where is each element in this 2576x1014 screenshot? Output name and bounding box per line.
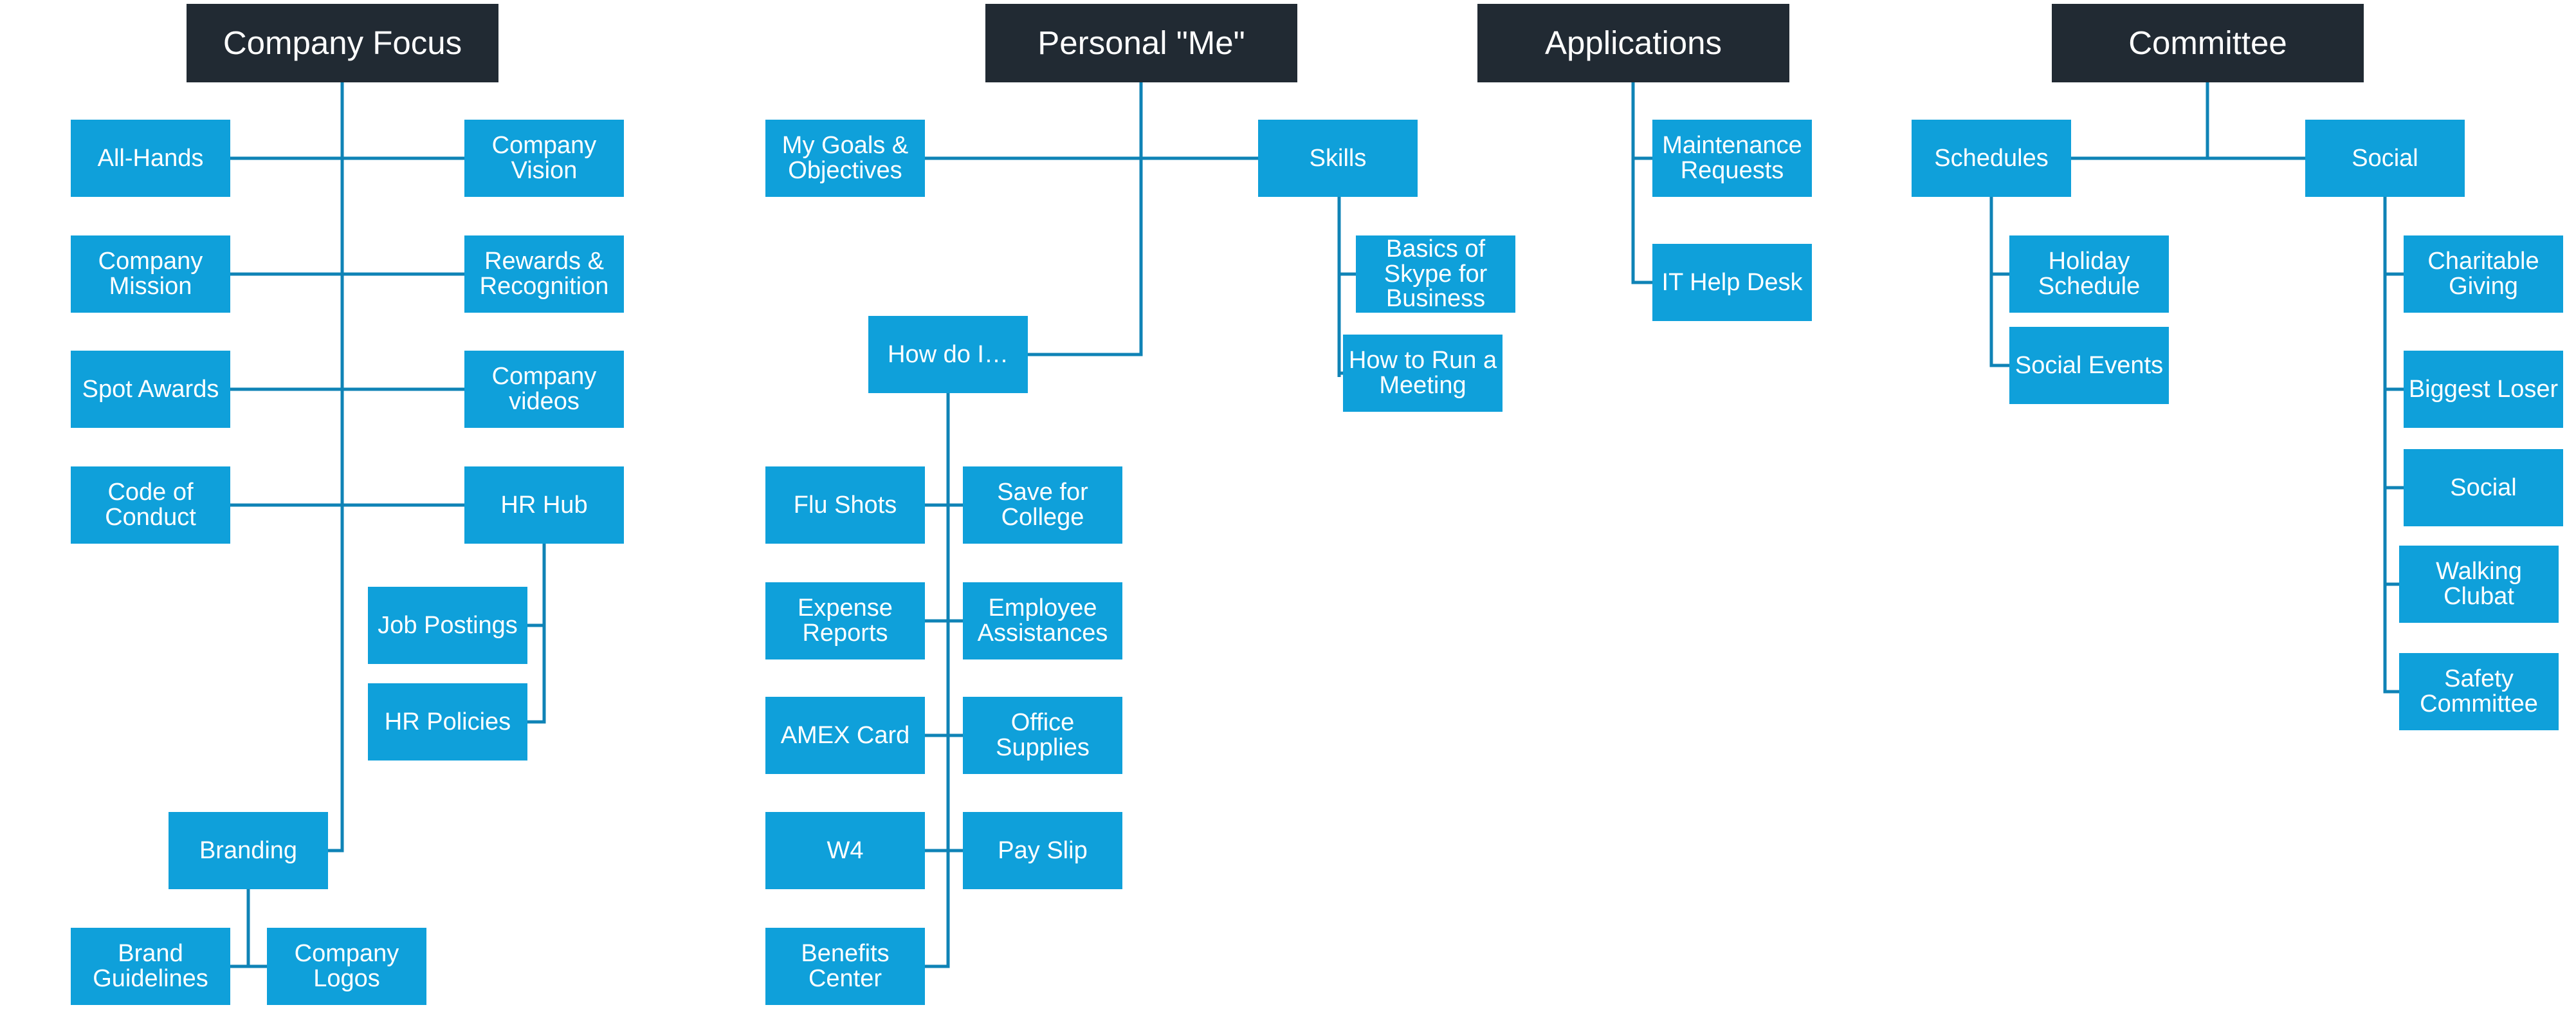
node-schedules[interactable]: Schedules bbox=[1912, 120, 2071, 197]
node-run-meeting[interactable]: How to Run a Meeting bbox=[1343, 335, 1503, 412]
node-rewards-recognition[interactable]: Rewards & Recognition bbox=[464, 235, 624, 313]
connector-line bbox=[2383, 197, 2399, 694]
node-office-supplies[interactable]: Office Supplies bbox=[963, 697, 1122, 774]
node-safety-committee[interactable]: Safety Committee bbox=[2399, 653, 2559, 730]
node-social-events[interactable]: Social Events bbox=[2009, 327, 2169, 404]
node-employee-assistances[interactable]: Employee Assistances bbox=[963, 582, 1122, 659]
node-company-logos[interactable]: Company Logos bbox=[267, 928, 426, 1005]
node-code-of-conduct[interactable]: Code of Conduct bbox=[71, 466, 230, 544]
connector-line bbox=[1989, 197, 2009, 367]
header-committee: Committee bbox=[2052, 4, 2364, 82]
node-skype-basics[interactable]: Basics of Skype for Business bbox=[1356, 235, 1515, 313]
node-spot-awards[interactable]: Spot Awards bbox=[71, 351, 230, 428]
node-biggest-loser[interactable]: Biggest Loser bbox=[2404, 351, 2563, 428]
node-job-postings[interactable]: Job Postings bbox=[368, 587, 527, 664]
node-holiday-schedule[interactable]: Holiday Schedule bbox=[2009, 235, 2169, 313]
node-my-goals[interactable]: My Goals & Objectives bbox=[765, 120, 925, 197]
node-skills[interactable]: Skills bbox=[1258, 120, 1418, 197]
node-company-mission[interactable]: Company Mission bbox=[71, 235, 230, 313]
node-w4[interactable]: W4 bbox=[765, 812, 925, 889]
node-charitable-giving[interactable]: Charitable Giving bbox=[2404, 235, 2563, 313]
node-branding[interactable]: Branding bbox=[169, 812, 328, 889]
node-it-help-desk[interactable]: IT Help Desk bbox=[1652, 244, 1812, 321]
node-walking-club[interactable]: Walking Clubat bbox=[2399, 546, 2559, 623]
node-expense-reports[interactable]: Expense Reports bbox=[765, 582, 925, 659]
header-personal-me: Personal "Me" bbox=[985, 4, 1297, 82]
node-save-for-college[interactable]: Save for College bbox=[963, 466, 1122, 544]
header-applications: Applications bbox=[1477, 4, 1789, 82]
node-social[interactable]: Social bbox=[2305, 120, 2465, 197]
node-company-vision[interactable]: Company Vision bbox=[464, 120, 624, 197]
node-how-do-i[interactable]: How do I… bbox=[868, 316, 1028, 393]
node-company-videos[interactable]: Company videos bbox=[464, 351, 624, 428]
node-amex-card[interactable]: AMEX Card bbox=[765, 697, 925, 774]
node-pay-slip[interactable]: Pay Slip bbox=[963, 812, 1122, 889]
connector-line bbox=[1631, 82, 1652, 284]
connector-line bbox=[925, 393, 950, 968]
node-benefits-center[interactable]: Benefits Center bbox=[765, 928, 925, 1005]
node-social-sub[interactable]: Social bbox=[2404, 449, 2563, 526]
header-company-focus: Company Focus bbox=[187, 4, 498, 82]
connector-line bbox=[328, 82, 344, 853]
node-brand-guidelines[interactable]: Brand Guidelines bbox=[71, 928, 230, 1005]
node-hr-policies[interactable]: HR Policies bbox=[368, 683, 527, 760]
node-maintenance-requests[interactable]: Maintenance Requests bbox=[1652, 120, 1812, 197]
node-hr-hub[interactable]: HR Hub bbox=[464, 466, 624, 544]
node-flu-shots[interactable]: Flu Shots bbox=[765, 466, 925, 544]
connector-line bbox=[1028, 82, 1143, 356]
node-all-hands[interactable]: All-Hands bbox=[71, 120, 230, 197]
connector-line bbox=[527, 544, 546, 724]
